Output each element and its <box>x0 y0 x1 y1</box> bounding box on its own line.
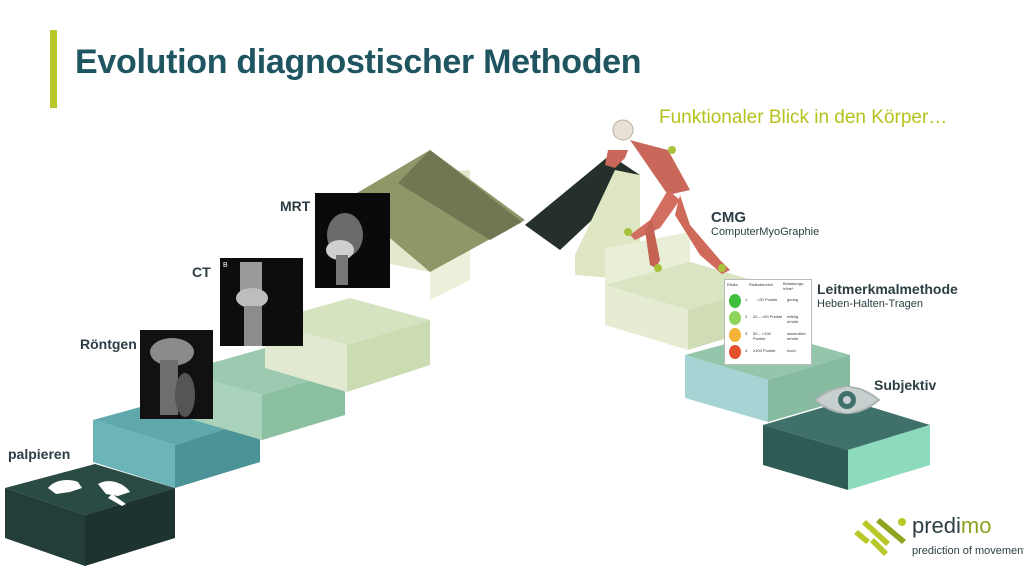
ct-image: B <box>220 258 303 346</box>
label-subjektiv: Subjektiv <box>874 377 937 393</box>
label-cmg-sub: ComputerMyoGraphie <box>711 226 820 238</box>
table-row-4-level: hoch <box>787 348 796 353</box>
table-header-level: Belastungs-höhe* <box>783 281 805 291</box>
step-subjektiv <box>763 400 930 490</box>
mrt-image <box>315 193 390 288</box>
label-ct: CT <box>192 264 211 280</box>
label-roentgen: Röntgen <box>80 336 137 352</box>
table-row-2-range: 20 – <50 Punkte <box>753 314 783 319</box>
table-row-3-n: 3 <box>745 331 748 336</box>
table-row-4-n: 4 <box>745 348 748 353</box>
table-row-1-n: 1 <box>745 297 748 302</box>
anatomy-figure <box>605 119 730 274</box>
label-cmg: CMG <box>711 209 746 226</box>
label-leitmerkmal: Leitmerkmalmethode <box>817 281 958 297</box>
logo-word-dark: predi <box>912 513 961 538</box>
logo-wordmark: predimo <box>912 513 991 539</box>
step-palpieren <box>5 464 175 566</box>
label-palpieren: palpieren <box>8 446 71 462</box>
logo-word-light: mo <box>960 513 992 538</box>
xray-image <box>140 330 213 419</box>
logo-tagline: prediction of movement <box>912 545 1024 557</box>
title-accent-bar <box>50 30 57 108</box>
svg-text:B: B <box>223 262 228 269</box>
page-title: Evolution diagnostischer Methoden <box>75 43 642 81</box>
table-row-4-range: ≥100 Punkte <box>753 348 776 353</box>
eye-icon <box>813 386 881 414</box>
table-row-2-n: 2 <box>745 314 748 319</box>
table-row-1-level: gering <box>787 297 799 302</box>
risk-dot-red <box>729 345 741 359</box>
logo-mark-icon <box>854 518 906 556</box>
table-row-3-range: 50 – <100 Punkte <box>753 331 771 341</box>
table-header-risk: Risiko <box>727 282 738 287</box>
risk-dot-orange <box>729 328 741 342</box>
label-leitmerkmal-sub: Heben-Halten-Tragen <box>817 298 923 310</box>
hands-icon <box>48 480 130 506</box>
table-row-3-level: wesentlich erhöht <box>787 331 806 341</box>
label-mrt: MRT <box>280 198 311 214</box>
risk-dot-green <box>729 294 741 308</box>
table-row-2-level: mäßig erhöht <box>787 314 799 324</box>
table-row-1-range: <20 Punkte <box>757 297 778 302</box>
subtitle: Funktionaler Blick in den Körper… <box>659 107 948 128</box>
risk-dot-lightgreen <box>729 311 741 325</box>
table-header-range: Risikobereich <box>749 282 774 287</box>
risk-table: Risiko Risikobereich Belastungs-höhe* 1 … <box>724 279 812 365</box>
